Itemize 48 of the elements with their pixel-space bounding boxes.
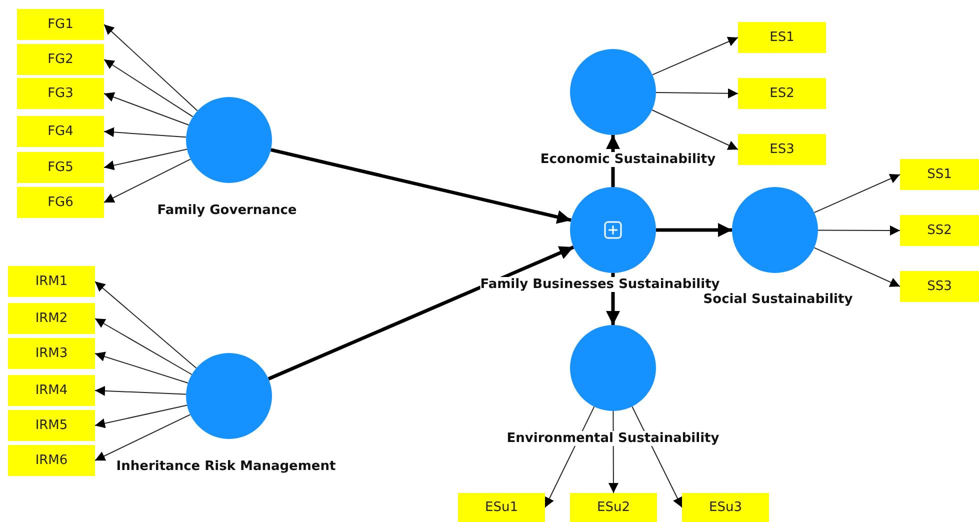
indicator-box: FG3 [17, 78, 104, 109]
construct-label: Economic Sustainability [540, 152, 716, 167]
arrow [818, 225, 900, 236]
indicator-box: FG6 [17, 187, 104, 218]
indicator-box: SS3 [900, 271, 979, 302]
arrow [94, 318, 192, 375]
construct-label: Social Sustainability [703, 292, 853, 307]
construct-label: Family Governance [157, 203, 297, 218]
arrow [94, 386, 186, 396]
arrow [656, 88, 738, 98]
indicator-box: IRM4 [8, 375, 95, 406]
arrow [94, 281, 197, 369]
construct-label: Environmental Sustainability [506, 431, 720, 446]
arrow [104, 59, 194, 118]
indicator-box: FG4 [17, 116, 104, 147]
arrow [814, 174, 900, 214]
arrow [814, 247, 900, 287]
arrow [652, 36, 738, 76]
arrow [94, 414, 191, 461]
arrow [104, 92, 190, 126]
indicator-box: IRM2 [8, 303, 95, 334]
indicator-box: ES1 [738, 22, 826, 53]
indicator-box: IRM1 [8, 266, 95, 297]
indicator-box: ES2 [738, 78, 826, 109]
indicator-box: FG5 [17, 152, 104, 183]
construct-label: Family Businesses Sustainability [480, 277, 720, 292]
arrow [652, 110, 738, 150]
arrow [94, 352, 188, 384]
indicator-box: SS1 [900, 159, 979, 190]
indicator-box: ESu3 [682, 493, 769, 522]
arrow [268, 246, 574, 380]
arrow [270, 148, 572, 224]
arrow [104, 24, 198, 112]
indicator-box: IRM6 [8, 445, 95, 476]
arrow [104, 158, 191, 203]
indicator-box: IRM5 [8, 410, 95, 441]
indicator-box: FG1 [17, 9, 104, 40]
indicator-box: ESu1 [458, 493, 545, 522]
indicator-box: ES3 [738, 134, 826, 165]
indicator-box: SS2 [900, 215, 979, 246]
arrow [104, 127, 187, 138]
indicator-box: IRM3 [8, 338, 95, 369]
indicator-box: FG2 [17, 44, 104, 75]
arrow [94, 404, 188, 428]
arrow [656, 223, 732, 237]
arrow [104, 148, 188, 170]
construct-label: Inheritance Risk Management [116, 459, 336, 474]
indicator-box: ESu2 [570, 493, 657, 522]
